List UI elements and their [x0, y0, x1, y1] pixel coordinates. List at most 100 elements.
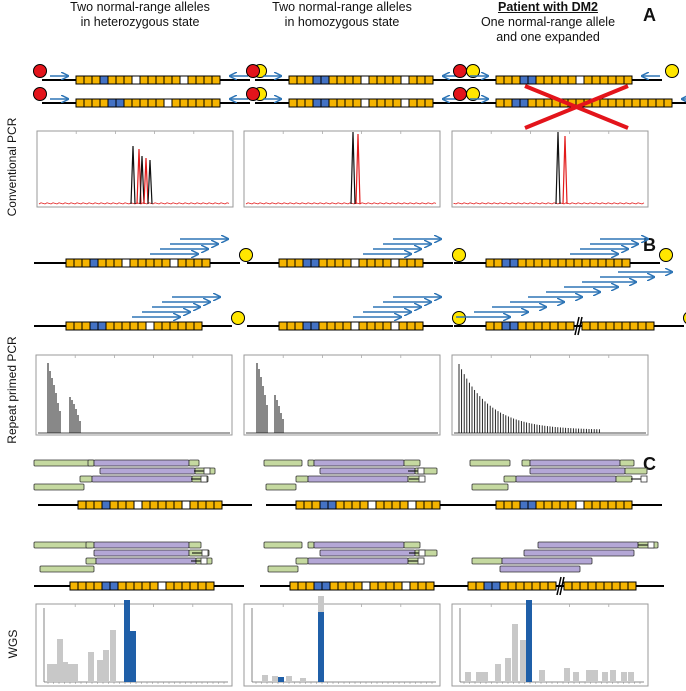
repeat-unit	[595, 581, 605, 591]
repeat-unit	[101, 500, 111, 510]
wgs-bar	[124, 600, 130, 682]
repeat-unit	[384, 98, 394, 108]
repeat-unit	[495, 75, 505, 85]
repeat-primed-trace-frame	[451, 354, 649, 436]
repeat-unit	[408, 75, 418, 85]
wgs-bar	[505, 658, 511, 682]
sequencing-read	[33, 483, 85, 491]
repeat-unit	[375, 500, 385, 510]
repeat-unit	[77, 581, 87, 591]
dna-strand	[247, 258, 453, 268]
repeat-unit	[121, 258, 131, 268]
repeat-unit	[369, 581, 379, 591]
repeat-unit	[65, 258, 75, 268]
repeat-unit	[211, 98, 221, 108]
primer-red-dot	[33, 87, 47, 101]
repeat-unit	[565, 258, 575, 268]
repeat-unit	[655, 98, 665, 108]
repeat-unit	[583, 75, 593, 85]
repeat-unit	[559, 75, 569, 85]
repeat-unit	[385, 581, 395, 591]
repeat-unit	[376, 75, 386, 85]
primer-yellow-dot	[452, 248, 466, 262]
repeat-unit	[147, 98, 157, 108]
sequencing-read	[471, 483, 509, 491]
repeat-unit	[327, 500, 337, 510]
repeat-unit	[107, 75, 117, 85]
wgs-bar	[97, 660, 103, 682]
trace-peak	[143, 157, 149, 205]
wgs-bar	[47, 664, 53, 682]
repeat-unit	[390, 321, 400, 331]
repeat-unit	[129, 321, 139, 331]
repeat-unit	[583, 500, 593, 510]
repeat-unit	[171, 75, 181, 85]
repeat-unit	[549, 258, 559, 268]
read-tail-cap	[418, 549, 426, 557]
repeat-unit	[153, 258, 163, 268]
repeat-unit	[417, 581, 427, 591]
wgs-bar	[628, 672, 634, 682]
repeat-unit	[73, 321, 83, 331]
repeat-unit	[376, 98, 386, 108]
sequencing-read	[471, 557, 593, 565]
dna-strand	[454, 316, 684, 336]
repeat-unit	[113, 321, 123, 331]
trace-baseline-noise	[38, 202, 230, 205]
repeat-unit	[409, 581, 419, 591]
repeat-unit	[288, 98, 298, 108]
trace-peak	[555, 131, 561, 205]
repeat-unit	[351, 500, 361, 510]
read-repeat-segment	[95, 557, 197, 565]
sequencing-read	[503, 475, 633, 483]
repeat-unit	[358, 258, 368, 268]
wgs-bar	[103, 650, 109, 682]
repeat-unit	[367, 500, 377, 510]
read-tail-cap	[417, 557, 425, 565]
repeat-unit	[525, 258, 535, 268]
dna-strand	[38, 500, 252, 510]
repeat-unit	[400, 98, 410, 108]
repeat-unit	[535, 500, 545, 510]
read-flank-segment	[471, 483, 509, 491]
read-repeat-segment	[537, 541, 639, 549]
read-repeat-segment	[319, 549, 416, 557]
sequencing-read	[521, 459, 635, 467]
repeat-unit	[173, 581, 183, 591]
read-flank-segment	[188, 459, 200, 467]
sequencing-read	[499, 565, 581, 573]
repeat-unit	[201, 258, 211, 268]
header-col1-line1: Two normal-range alleles	[70, 0, 210, 14]
repeat-unit	[485, 321, 495, 331]
repeat-unit	[629, 321, 639, 331]
wgs-chart-frame	[243, 603, 441, 687]
read-flank-segment	[87, 459, 95, 467]
repeat-unit	[278, 321, 288, 331]
repeat-unit	[591, 75, 601, 85]
conventional-pcr-trace-frame	[451, 130, 649, 208]
repeat-unit	[185, 258, 195, 268]
repeat-unit	[350, 258, 360, 268]
read-flank-segment	[188, 541, 202, 549]
repeat-unit	[296, 75, 306, 85]
repeat-unit	[75, 98, 85, 108]
primer-yellow-dot	[665, 64, 679, 78]
wgs-bar	[539, 670, 545, 682]
repeat-unit	[187, 98, 197, 108]
repeat-primed-trace-frame	[243, 354, 441, 436]
wgs-bar	[564, 668, 570, 682]
repeat-unit	[431, 500, 441, 510]
repeat-unit	[312, 98, 322, 108]
repeat-unit	[157, 581, 167, 591]
read-flank-segment	[39, 565, 95, 573]
repeat-unit	[599, 98, 609, 108]
repeat-unit	[189, 581, 199, 591]
repeat-unit	[511, 98, 521, 108]
repeat-unit	[304, 75, 314, 85]
wgs-bar	[88, 652, 94, 682]
repeat-unit	[631, 98, 641, 108]
repeat-unit	[334, 258, 344, 268]
repeat-unit	[517, 321, 527, 331]
repeat-unit	[161, 321, 171, 331]
wgs-bar	[278, 677, 284, 682]
